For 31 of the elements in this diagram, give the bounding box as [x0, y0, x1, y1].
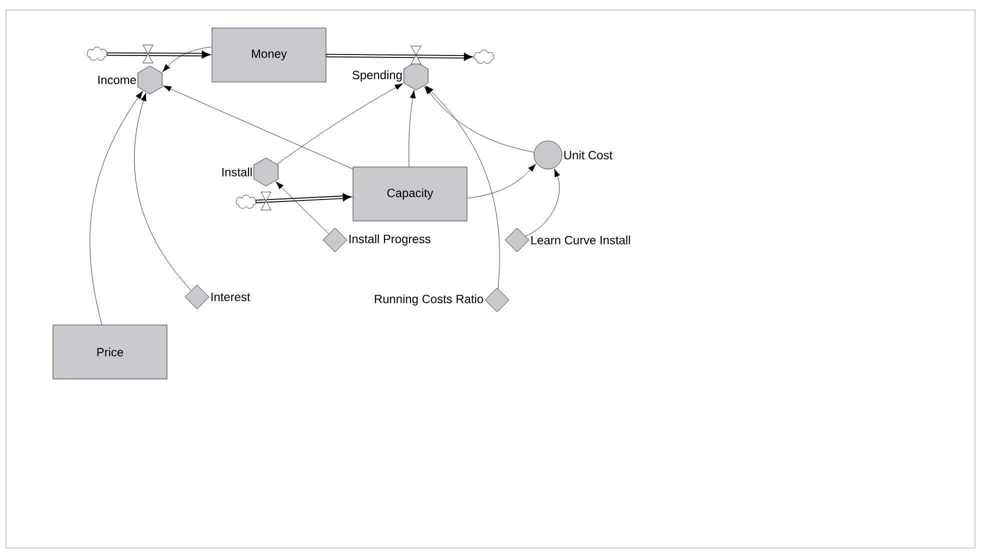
stock-box: Price [52, 324, 168, 380]
arrow [525, 168, 560, 236]
stock-box: Money [212, 28, 326, 82]
node-label: Unit Cost [564, 150, 612, 160]
arrow [408, 90, 416, 167]
node-label: Interest [212, 292, 250, 302]
arrow [424, 86, 534, 152]
arrow [162, 86, 353, 170]
arrow [425, 85, 500, 289]
arrow [467, 164, 536, 198]
flow-pipe [256, 194, 350, 204]
stock-box: Capacity [352, 166, 468, 222]
cloud-icon [474, 50, 494, 64]
node-label: Install [222, 168, 252, 176]
arrow [276, 181, 330, 234]
cloud-icon [86, 46, 108, 61]
node-label: Learn Curve Install [531, 236, 630, 244]
flow-hexagon: Income [98, 66, 162, 94]
node-label: Running Costs Ratio [374, 294, 484, 306]
flow-hexagon: Spending [352, 62, 428, 90]
arrow [90, 90, 143, 325]
flow-pipe [107, 51, 210, 58]
arrow [162, 46, 212, 72]
arrow [134, 92, 192, 291]
cloud-icon [236, 194, 256, 209]
flow-hexagon: Install [222, 158, 278, 186]
arrow [276, 83, 404, 164]
node-label: Install Progress [350, 234, 430, 246]
node-label: Income [98, 76, 136, 84]
node-label: Spending [352, 70, 402, 82]
flow-pipe [326, 53, 472, 60]
